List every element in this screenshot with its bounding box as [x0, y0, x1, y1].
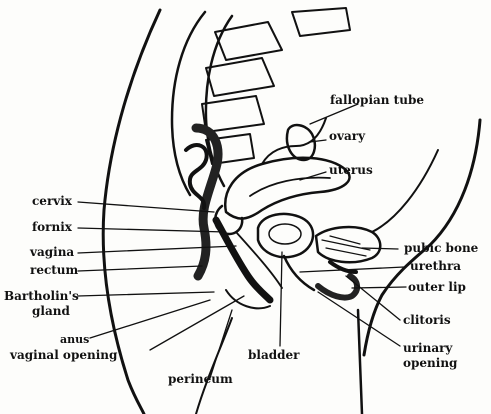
- label-bartholins-gland-line1: Bartholin's: [4, 290, 79, 303]
- pubic-bone-shape: [316, 227, 380, 262]
- vertebrae: [202, 8, 350, 164]
- label-fallopian-tube: fallopian tube: [330, 94, 424, 107]
- label-vaginal-opening: vaginal opening: [10, 349, 117, 362]
- label-fornix: fornix: [32, 221, 72, 234]
- leg-line-right: [358, 310, 362, 414]
- label-bladder: bladder: [248, 349, 299, 362]
- outer-lip-shape: [318, 276, 357, 298]
- label-urinary-opening-line2: opening: [403, 357, 457, 370]
- pubic-bone-hatch: [322, 236, 370, 256]
- label-ovary: ovary: [329, 130, 365, 143]
- bladder-inner: [269, 224, 301, 244]
- label-anus: anus: [60, 333, 89, 346]
- label-uterus: uterus: [329, 164, 373, 177]
- label-rectum: rectum: [30, 264, 78, 277]
- label-vagina: vagina: [30, 246, 74, 259]
- abdominal-wall-inner: [372, 150, 438, 232]
- label-perineum: perineum: [168, 373, 233, 386]
- label-outer-lip: outer lip: [408, 281, 466, 294]
- label-urethra: urethra: [410, 260, 461, 273]
- label-urinary-opening-line1: urinary: [403, 342, 452, 355]
- label-bartholins-gland-line2: gland: [32, 305, 70, 318]
- bladder-shape: [258, 214, 313, 257]
- label-cervix: cervix: [32, 195, 72, 208]
- leader-lines: [78, 104, 406, 378]
- label-clitoris: clitoris: [403, 314, 451, 327]
- urethra-line: [284, 256, 314, 290]
- label-pubic-bone: pubic bone: [404, 242, 478, 255]
- rectum-loops: [186, 145, 207, 208]
